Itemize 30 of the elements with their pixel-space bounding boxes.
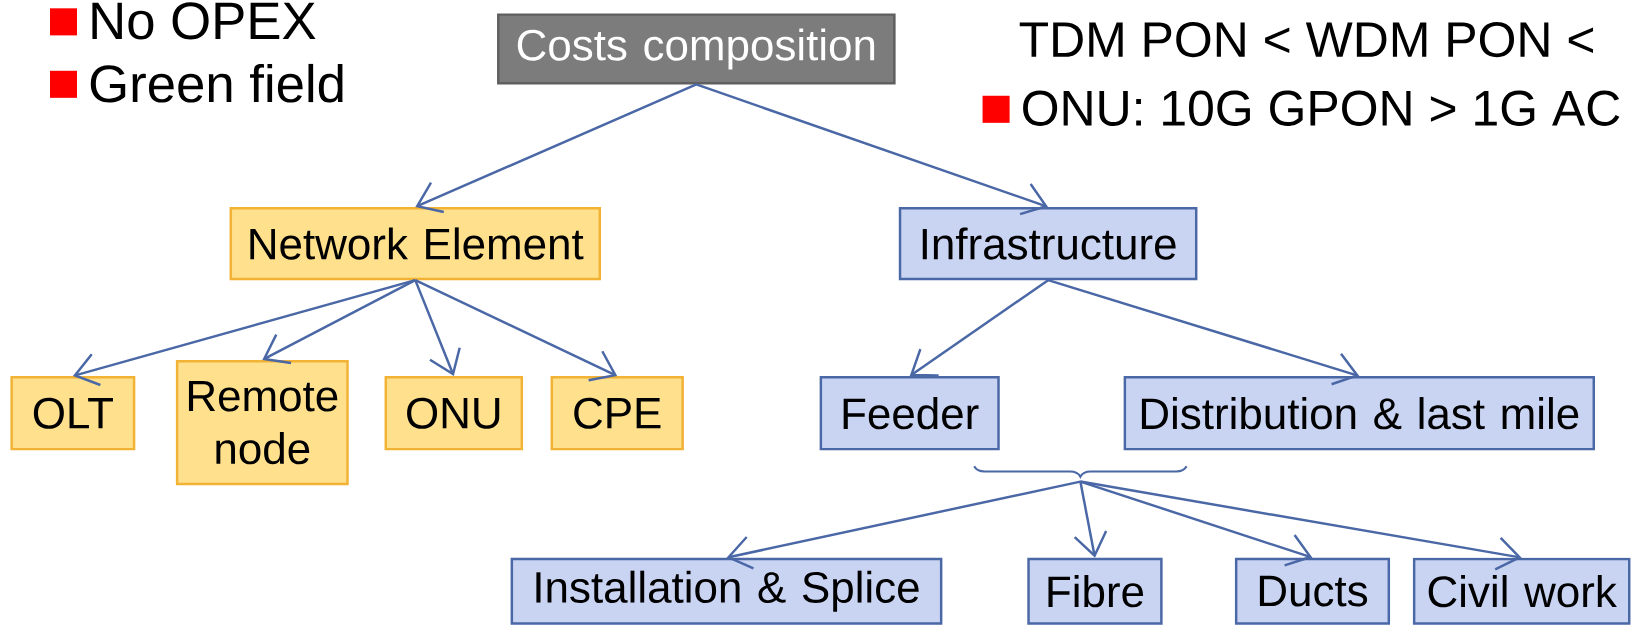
arrow (415, 83, 697, 214)
heading-box: Costs composition (497, 13, 896, 85)
bullet-text: No OPEX (92, 2, 316, 40)
arrow (262, 279, 416, 365)
arrow (726, 480, 1081, 570)
category-box: Civil work (1412, 557, 1631, 625)
category-box: ONU (384, 376, 524, 451)
bullet-text: Green field (90, 64, 343, 103)
arrow (695, 83, 1049, 216)
category-box: Network Element (229, 207, 602, 281)
category-box: Infrastructure (898, 207, 1198, 281)
arrow (909, 279, 1049, 377)
arrow (72, 279, 416, 387)
category-box: Distribution & last mile (1123, 376, 1595, 451)
category-box: Installation & Splice (510, 557, 943, 625)
category-box: Ducts (1234, 557, 1391, 625)
bullet-text: ONU: 10G GPON > 1G AC (1023, 90, 1620, 127)
category-box: Remote node (175, 360, 349, 486)
arrow (1073, 481, 1108, 558)
category-box: Feeder (819, 376, 1000, 451)
brace (973, 465, 1188, 478)
arrow (1080, 480, 1522, 571)
category-box: CPE (550, 376, 684, 451)
arrow (414, 279, 618, 382)
category-box: Fibre (1027, 557, 1163, 625)
arrow (1047, 279, 1360, 386)
bullet-text: TDM PON < WDM PON < (1019, 22, 1593, 58)
arrow (1080, 480, 1313, 567)
category-box: OLT (10, 376, 136, 451)
arrow (414, 279, 461, 377)
